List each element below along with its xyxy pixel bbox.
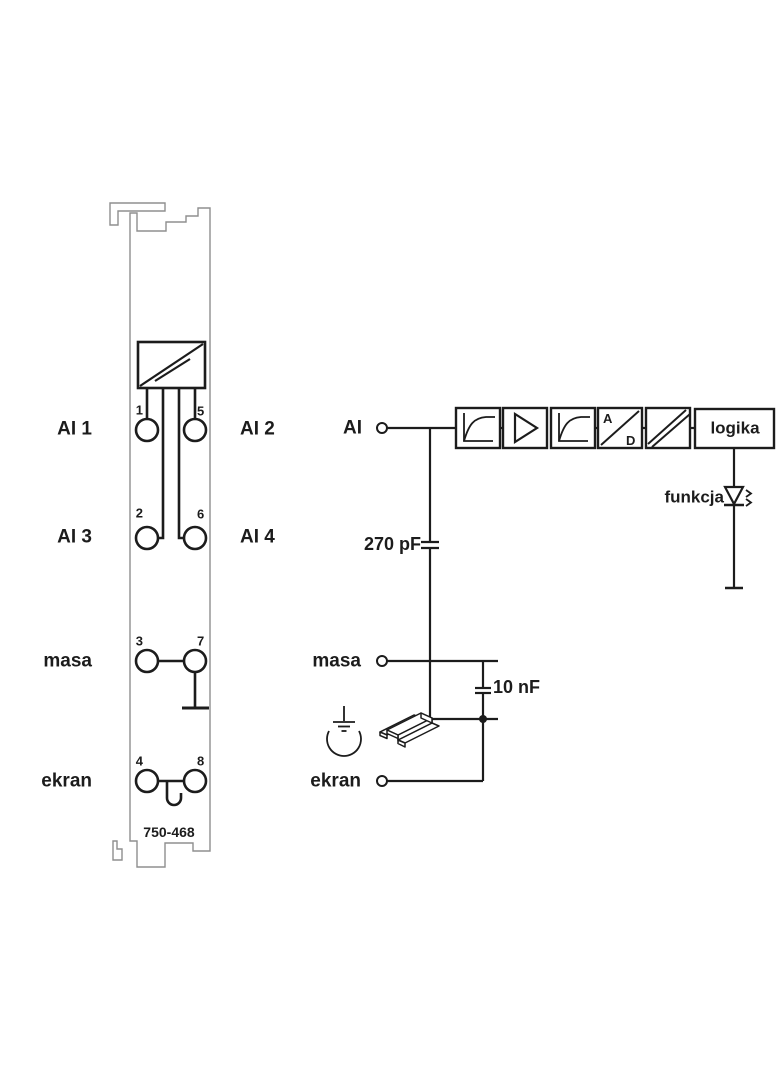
filter-curve-icon-1: [463, 413, 495, 442]
amplifier-triangle-icon: [513, 411, 540, 445]
rail-end-cap: [420, 712, 433, 724]
filter1-curve: [463, 416, 495, 442]
schematic-label-ai: AI: [343, 417, 362, 439]
amplifier-triangle: [513, 411, 540, 445]
wire-terminal6: [177, 388, 184, 540]
ad-converter-icon: A D: [600, 410, 640, 448]
module-top-latch: [109, 202, 166, 226]
led-triangle: [723, 485, 745, 507]
din-rail-icon: [379, 712, 440, 748]
schematic-label-ekran: ekran: [310, 770, 361, 792]
module-body-outline: [129, 207, 211, 868]
shield-hook-icon: [165, 781, 183, 807]
masa-terminal-circle: [376, 655, 388, 667]
wire-terminal2: [158, 388, 165, 540]
led-arrow-1: [745, 489, 753, 498]
filter-curve-icon-2: [558, 413, 590, 442]
part-number: 750-468: [143, 824, 195, 840]
terminal-circle-8: [182, 768, 208, 794]
ad-diagonal: [600, 410, 640, 446]
terminal-circle-6: [182, 525, 208, 551]
module-terminals: [134, 417, 208, 794]
terminal-number-4: 4: [135, 753, 143, 769]
module-label-ekran: ekran: [41, 770, 92, 792]
block-filter-1: [454, 406, 502, 450]
module-bottom-latch: [112, 840, 123, 861]
isolation-block-icon: [647, 409, 691, 448]
module-outline: [109, 202, 211, 868]
module-label-ai3: AI 3: [57, 526, 92, 548]
terminal-number-6: 6: [197, 506, 205, 522]
module-label-ai1: AI 1: [57, 418, 92, 440]
terminal-circle-7: [182, 648, 208, 674]
terminal-number-3: 3: [135, 633, 143, 649]
led-arrow-2: [745, 498, 753, 507]
ad-letter-d: D: [626, 433, 635, 448]
capacitor-10nF-icon: [475, 686, 491, 695]
iso-diagonal-2: [651, 413, 691, 448]
terminal-circle-4: [134, 768, 160, 794]
schematic-wires: [387, 426, 736, 783]
terminal-number-1: 1: [135, 402, 143, 418]
ekran-terminal-circle: [376, 775, 388, 787]
module-isolation-box: [136, 340, 207, 390]
terminal-circle-2: [134, 525, 160, 551]
schematic-label-masa: masa: [312, 650, 361, 672]
capacitor-270pF-icon: [421, 540, 439, 550]
rail-near-face: [379, 729, 406, 748]
label-capacitor-270pF: 270 pF: [363, 534, 421, 554]
terminal-number-7: 7: [197, 633, 205, 649]
earth-ground-icon: [326, 706, 362, 757]
iso-diagonal-1: [647, 409, 687, 445]
label-logika: logika: [710, 418, 760, 438]
block-isolation: [644, 406, 692, 450]
terminal-circle-3: [134, 648, 160, 674]
filter2-curve: [558, 416, 590, 442]
schematic-terminals: [376, 422, 487, 787]
isolation-diagonal: [139, 343, 204, 387]
block-filter-2: [549, 406, 597, 450]
earth-arc: [326, 730, 362, 757]
funkcja-led-icon: [723, 485, 753, 590]
module-label-masa: masa: [43, 650, 92, 672]
terminal-number-2: 2: [135, 505, 143, 521]
label-funkcja: funkcja: [664, 487, 724, 507]
ai-terminal-circle: [376, 422, 388, 434]
isolation-diagonal-short: [154, 358, 191, 382]
module-label-ai4: AI 4: [240, 526, 275, 548]
block-logika: [693, 407, 776, 450]
terminal-circle-1: [134, 417, 160, 443]
junction-dot: [479, 715, 487, 723]
terminal-circle-5: [182, 417, 208, 443]
label-capacitor-10nF: 10 nF: [493, 677, 541, 697]
terminal-number-8: 8: [197, 753, 205, 769]
module-label-ai2: AI 2: [240, 418, 275, 440]
ad-letter-a: A: [603, 411, 613, 426]
module-wiring: [145, 388, 209, 807]
terminal-number-5: 5: [197, 403, 205, 419]
